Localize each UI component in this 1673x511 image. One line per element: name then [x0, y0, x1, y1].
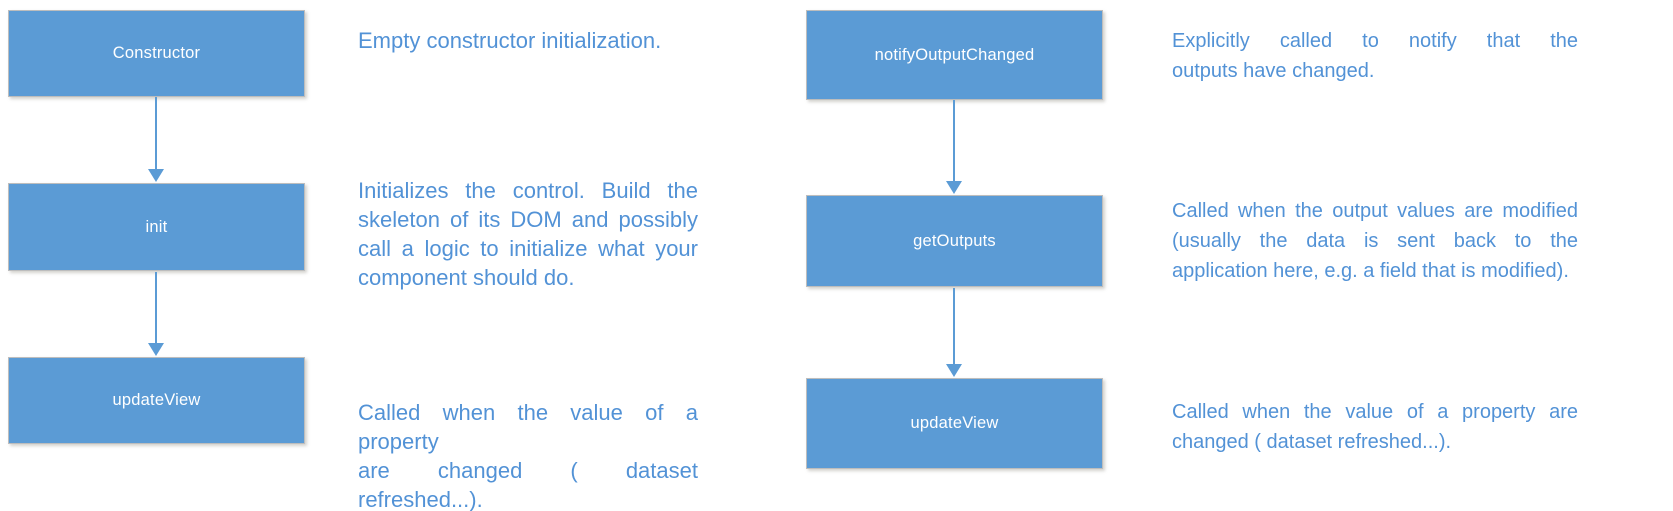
- arrow-shaft: [155, 272, 157, 344]
- flow-box-label: updateView: [112, 391, 201, 409]
- arrow-shaft: [953, 100, 955, 182]
- description-getoutputs: Called when the output values are modifi…: [1172, 200, 1578, 282]
- flow-box-updateview-left: updateView: [8, 357, 305, 444]
- flow-arrow-getoutputs-to-updateview: [946, 288, 962, 377]
- arrow-down-icon: [946, 181, 962, 194]
- arrow-down-icon: [148, 169, 164, 182]
- flow-box-getoutputs: getOutputs: [806, 195, 1103, 287]
- description-constructor: Empty constructor initialization.: [358, 28, 662, 53]
- flow-box-label: getOutputs: [913, 231, 996, 250]
- flow-arrow-notifyoutputchanged-to-getoutputs: [946, 100, 962, 194]
- flow-box-label: init: [145, 217, 168, 236]
- arrow-down-icon: [946, 364, 962, 377]
- flow-box-constructor: Constructor: [8, 10, 305, 97]
- arrow-shaft: [155, 97, 157, 170]
- flow-box-label: notifyOutputChanged: [874, 45, 1035, 64]
- flow-box-updateview-right: updateView: [806, 378, 1103, 469]
- arrow-down-icon: [148, 343, 164, 356]
- flow-box-label: updateView: [910, 414, 999, 432]
- flow-box-label: Constructor: [112, 44, 201, 62]
- flow-box-init: init: [8, 183, 305, 271]
- flow-arrow-constructor-to-init: [148, 97, 164, 182]
- flow-box-notifyoutputchanged: notifyOutputChanged: [806, 10, 1103, 100]
- flow-arrow-init-to-updateview: [148, 272, 164, 356]
- arrow-shaft: [953, 288, 955, 365]
